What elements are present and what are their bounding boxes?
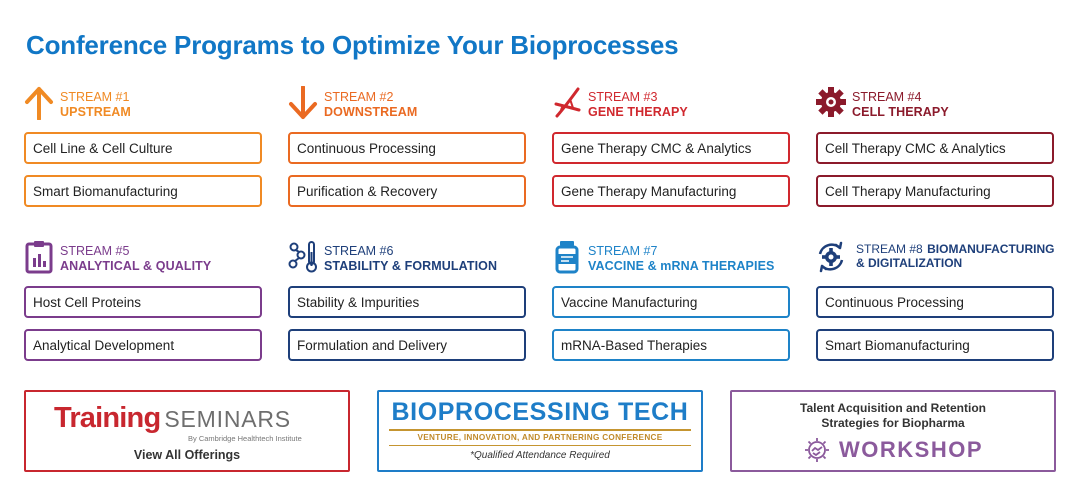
stream-biomanufacturing-digitalization: STREAM #8 BIOMANUFACTURING & DIGITALIZAT… [816, 240, 1055, 361]
stream-name: CELL THERAPY [852, 105, 949, 119]
stream-number: STREAM #8 [856, 242, 923, 256]
dna-icon [552, 86, 582, 120]
stream-analytical-quality: STREAM #5 ANALYTICAL & QUALITY Host Cell… [24, 240, 262, 361]
stream-vaccine-mrna: STREAM #7 VACCINE & mRNA THERAPIES Vacci… [552, 240, 790, 361]
stream-number: STREAM #5 [60, 244, 130, 258]
seminars-title: SEMINARS [164, 406, 291, 432]
stream-cell-therapy: STREAM #4 CELL THERAPY Cell Therapy CMC … [816, 86, 1054, 207]
stream-number: STREAM #1 [60, 90, 130, 104]
cell-gear-icon [816, 86, 846, 120]
divider [389, 445, 691, 446]
stream-name: DOWNSTREAM [324, 105, 418, 119]
divider [389, 429, 691, 431]
program-link[interactable]: Smart Biomanufacturing [816, 329, 1054, 361]
stream-number: STREAM #6 [324, 244, 394, 258]
program-link[interactable]: mRNA-Based Therapies [552, 329, 790, 361]
workshop-title-line2: Strategies for Biopharma [821, 416, 965, 430]
arrow-up-icon [24, 86, 54, 120]
bioprocessing-tech-subtitle: VENTURE, INNOVATION, AND PARTNERING CONF… [417, 433, 663, 442]
program-link[interactable]: Cell Line & Cell Culture [24, 132, 262, 164]
stream-number: STREAM #7 [588, 244, 658, 258]
bioprocessing-tech-card[interactable]: BIOPROCESSING TECH VENTURE, INNOVATION, … [377, 390, 703, 472]
stream-name: ANALYTICAL & QUALITY [60, 259, 212, 273]
stream-name: BIOMANUFACTURING [927, 242, 1055, 256]
stream-number: STREAM #2 [324, 90, 394, 104]
training-title: Training [54, 402, 161, 434]
workshop-card[interactable]: Talent Acquisition and Retention Strateg… [730, 390, 1056, 472]
stream-gene-therapy: STREAM #3 GENE THERAPY Gene Therapy CMC … [552, 86, 790, 207]
program-link[interactable]: Host Cell Proteins [24, 286, 262, 318]
view-all-offerings-link[interactable]: View All Offerings [133, 448, 241, 462]
program-link[interactable]: Gene Therapy CMC & Analytics [552, 132, 790, 164]
program-link[interactable]: Cell Therapy Manufacturing [816, 175, 1054, 207]
training-byline: By Cambridge Healthtech Institute [188, 434, 302, 443]
stream-name: VACCINE & mRNA THERAPIES [588, 259, 775, 273]
bioprocessing-tech-title: BIOPROCESSING TECH [391, 398, 689, 426]
stream-name: STABILITY & FORMULATION [324, 259, 498, 273]
vial-icon [552, 240, 582, 274]
program-link[interactable]: Formulation and Delivery [288, 329, 526, 361]
program-link[interactable]: Analytical Development [24, 329, 262, 361]
program-link[interactable]: Stability & Impurities [288, 286, 526, 318]
program-link[interactable]: Cell Therapy CMC & Analytics [816, 132, 1054, 164]
stream-name: UPSTREAM [60, 105, 131, 119]
stream-stability-formulation: STREAM #6 STABILITY & FORMULATION Stabil… [288, 240, 526, 361]
gear-cycle-icon [816, 240, 846, 274]
workshop-title-line1: Talent Acquisition and Retention [800, 401, 986, 415]
stream-downstream: STREAM #2 DOWNSTREAM Continuous Processi… [288, 86, 526, 207]
arrow-down-icon [288, 86, 318, 120]
page-title: Conference Programs to Optimize Your Bio… [26, 30, 679, 60]
molecule-thermometer-icon [288, 240, 318, 274]
stream-name: GENE THERAPY [588, 105, 688, 119]
stream-number: STREAM #3 [588, 90, 658, 104]
program-link[interactable]: Purification & Recovery [288, 175, 526, 207]
stream-number: STREAM #4 [852, 90, 922, 104]
attendance-note: *Qualified Attendance Required [470, 450, 610, 461]
stream-name-line2: & DIGITALIZATION [856, 256, 963, 270]
program-link[interactable]: Gene Therapy Manufacturing [552, 175, 790, 207]
gear-handshake-icon [803, 436, 831, 464]
program-link[interactable]: Vaccine Manufacturing [552, 286, 790, 318]
program-link[interactable]: Continuous Processing [816, 286, 1054, 318]
program-link[interactable]: Smart Biomanufacturing [24, 175, 262, 207]
program-link[interactable]: Continuous Processing [288, 132, 526, 164]
clipboard-chart-icon [24, 240, 54, 274]
workshop-word: WORKSHOP [839, 437, 983, 462]
stream-upstream: STREAM #1 UPSTREAM Cell Line & Cell Cult… [24, 86, 262, 207]
